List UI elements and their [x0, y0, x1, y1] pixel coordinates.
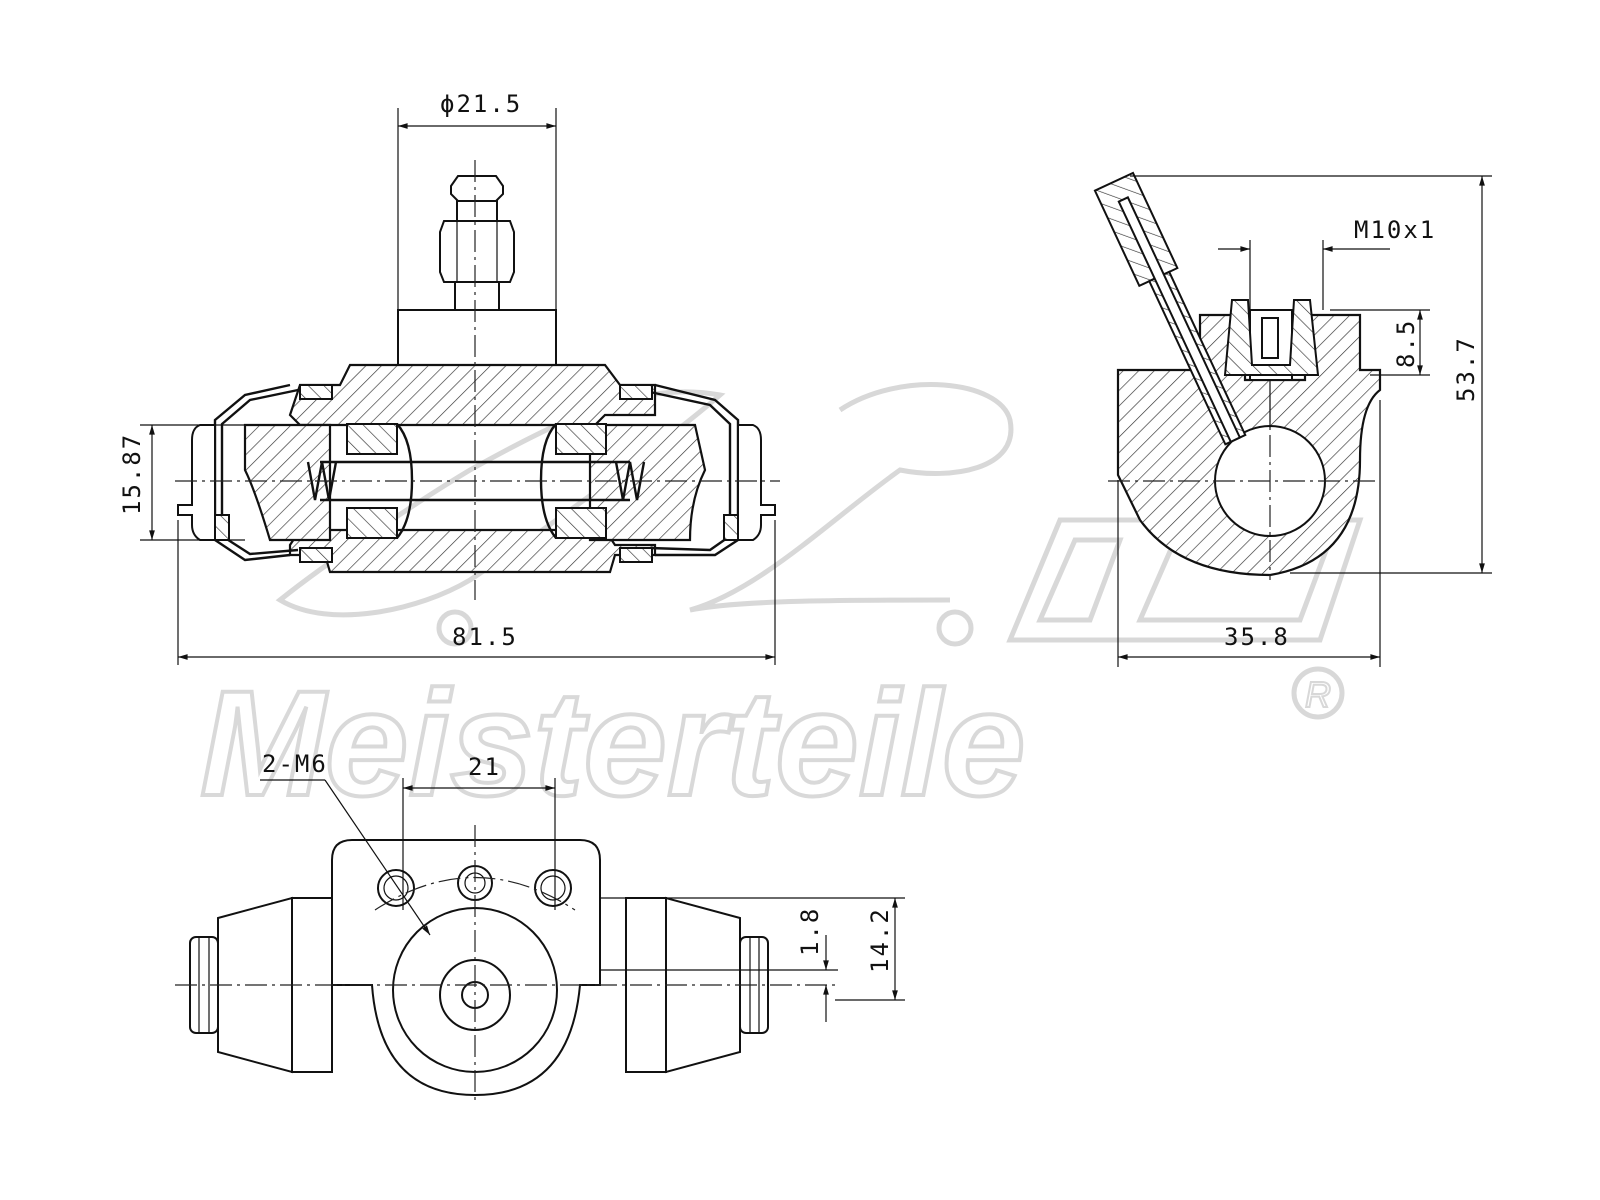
mounting-holes	[377, 865, 572, 907]
dim-inlet-depth: 8.5	[1330, 309, 1430, 376]
dim-hole-spacing: 21	[402, 753, 556, 910]
watermark-registered-mark: R	[1305, 674, 1331, 715]
angled-bleeder	[1093, 171, 1247, 446]
dim-piston-bore: ϕ21.5	[397, 90, 557, 310]
bleeder-nipple	[439, 175, 515, 311]
dim-text-offset-large: 14.2	[866, 907, 894, 973]
piston-seals	[346, 423, 607, 539]
dim-text-overall-length: 81.5	[452, 623, 518, 651]
dim-text-hole-spacing: 21	[468, 753, 501, 781]
cylinder-body-section	[243, 363, 707, 574]
side-section-view: M10x1 8.5 53.7 35.8	[1093, 171, 1492, 667]
dim-overall-height: 53.7	[1130, 175, 1492, 574]
dim-side-width: 35.8	[1117, 400, 1381, 667]
inlet-port	[1223, 299, 1320, 428]
dim-text-bore-height: 15.87	[118, 433, 146, 515]
dim-text-inlet-depth: 8.5	[1392, 319, 1420, 368]
dim-overall-length: 81.5	[177, 520, 776, 665]
dim-text-mounting-threads: 2-M6	[262, 750, 328, 778]
dim-bore-height: 15.87	[118, 424, 245, 541]
dim-text-overall-height: 53.7	[1452, 336, 1480, 402]
return-spring	[306, 460, 646, 502]
inlet-boss	[397, 309, 557, 366]
dim-text-offset-small: 1.8	[796, 907, 824, 956]
dim-text-side-width: 35.8	[1224, 623, 1290, 651]
dim-text-thread-size: M10x1	[1354, 216, 1436, 244]
dim-offset-large: 14.2	[600, 897, 905, 1001]
dim-thread-size: M10x1	[1218, 216, 1436, 310]
dim-offset-small: 1.8	[600, 907, 838, 1022]
watermark-brand-text: Meisterteile	[200, 659, 1025, 827]
mounting-flange	[331, 839, 601, 1097]
bottom-view: 2-M6 21 1.8 14.2	[175, 750, 905, 1100]
front-section-view: ϕ21.5 15.87 81.5	[118, 90, 780, 665]
watermark-logo: Meisterteile R	[198, 382, 1364, 829]
dim-text-piston-bore: ϕ21.5	[440, 90, 522, 118]
end-tappets	[177, 424, 776, 541]
dim-mounting-threads: 2-M6	[260, 750, 431, 936]
